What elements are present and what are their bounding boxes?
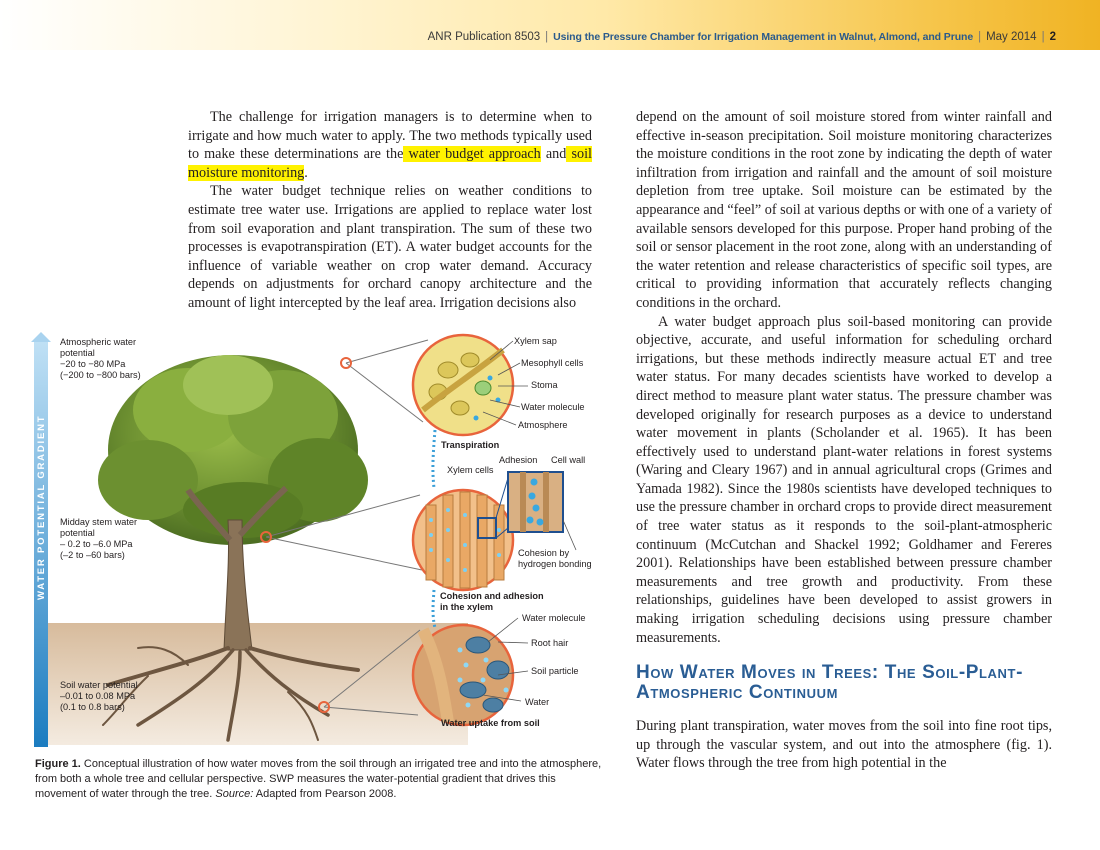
adhesion-label: Adhesion	[499, 455, 538, 465]
xylem-cells-label: Xylem cells	[447, 465, 494, 475]
separator: |	[978, 31, 982, 43]
page-number: 2	[1049, 31, 1056, 43]
separator: |	[1041, 31, 1045, 43]
soil-particle-label: Soil particle	[531, 666, 579, 676]
atmosphere-label: Atmosphere	[518, 420, 568, 430]
left-column: The challenge for irrigation managers is…	[188, 108, 592, 313]
paragraph: depend on the amount of soil moisture st…	[636, 109, 1052, 311]
paragraph: A water budget approach plus soil-based …	[636, 313, 1052, 646]
mesophyll-label: Mesophyll cells	[521, 358, 584, 368]
zoom-box	[477, 517, 497, 539]
paragraph: The water budget technique relies on wea…	[188, 183, 592, 311]
soil-potential-label: Soil water potential–0.01 to 0.08 MPa(0.…	[60, 680, 138, 712]
root-cell-circle	[411, 623, 515, 727]
root-hair-label: Root hair	[531, 638, 569, 648]
cell-wall-label: Cell wall	[551, 455, 586, 465]
tree-illustration	[31, 332, 577, 747]
cell-wall-inset	[495, 471, 564, 539]
paragraph: During plant transpiration, water moves …	[636, 718, 1052, 772]
water-molecule-bottom-label: Water molecule	[522, 613, 586, 623]
tree-roots	[102, 646, 360, 742]
label-pointers	[482, 340, 577, 702]
transpiration-label: Transpiration	[441, 440, 500, 450]
running-header: ANR Publication 8503 | Using the Pressure …	[428, 31, 1056, 43]
publication-date: May 2014	[986, 31, 1037, 43]
publication-number: ANR Publication 8503	[427, 31, 541, 43]
callout-lines	[265, 339, 429, 716]
separator: |	[545, 31, 549, 43]
water-uptake-label: Water uptake from soil	[441, 718, 540, 728]
caption-text: Conceptual illustration of how water mov…	[35, 758, 602, 801]
water-molecule-top-label: Water molecule	[521, 402, 585, 412]
section-heading: How Water Moves in Trees: The Soil-Plant…	[636, 662, 1024, 704]
publication-title: Using the Pressure Chamber for Irrigatio…	[553, 31, 974, 43]
leaf-cell-circle	[411, 333, 515, 437]
leaf-marker	[340, 357, 352, 369]
caption-source: Adapted from Pearson 2008.	[253, 788, 397, 801]
xylem-circle	[411, 488, 515, 592]
caption-label: Figure 1.	[35, 758, 81, 770]
water-flow-path	[431, 429, 437, 629]
highlight-water-budget: water budget approach	[403, 146, 541, 163]
figure-caption: Figure 1. Conceptual illustration of how…	[35, 757, 605, 803]
water-label: Water	[525, 697, 550, 707]
gradient-arrow	[31, 332, 51, 747]
root-marker	[318, 701, 330, 713]
figure-1: WATER POTENTIAL GRADIENT Atmospheric wat…	[28, 330, 618, 750]
tree-trunk	[185, 485, 289, 651]
stoma-label: Stoma	[531, 380, 558, 390]
header-band: ANR Publication 8503 | Using the Pressure …	[0, 0, 1100, 50]
paragraph: The challenge for irrigation managers is…	[188, 109, 592, 181]
tree-canopy	[98, 355, 368, 545]
stem-marker	[260, 531, 272, 543]
gradient-axis-label: WATER POTENTIAL GRADIENT	[36, 414, 47, 600]
xylem-sap-label: Xylem sap	[514, 336, 557, 346]
caption-source-label: Source:	[215, 788, 254, 801]
right-column: depend on the amount of soil moisture st…	[636, 108, 1052, 773]
